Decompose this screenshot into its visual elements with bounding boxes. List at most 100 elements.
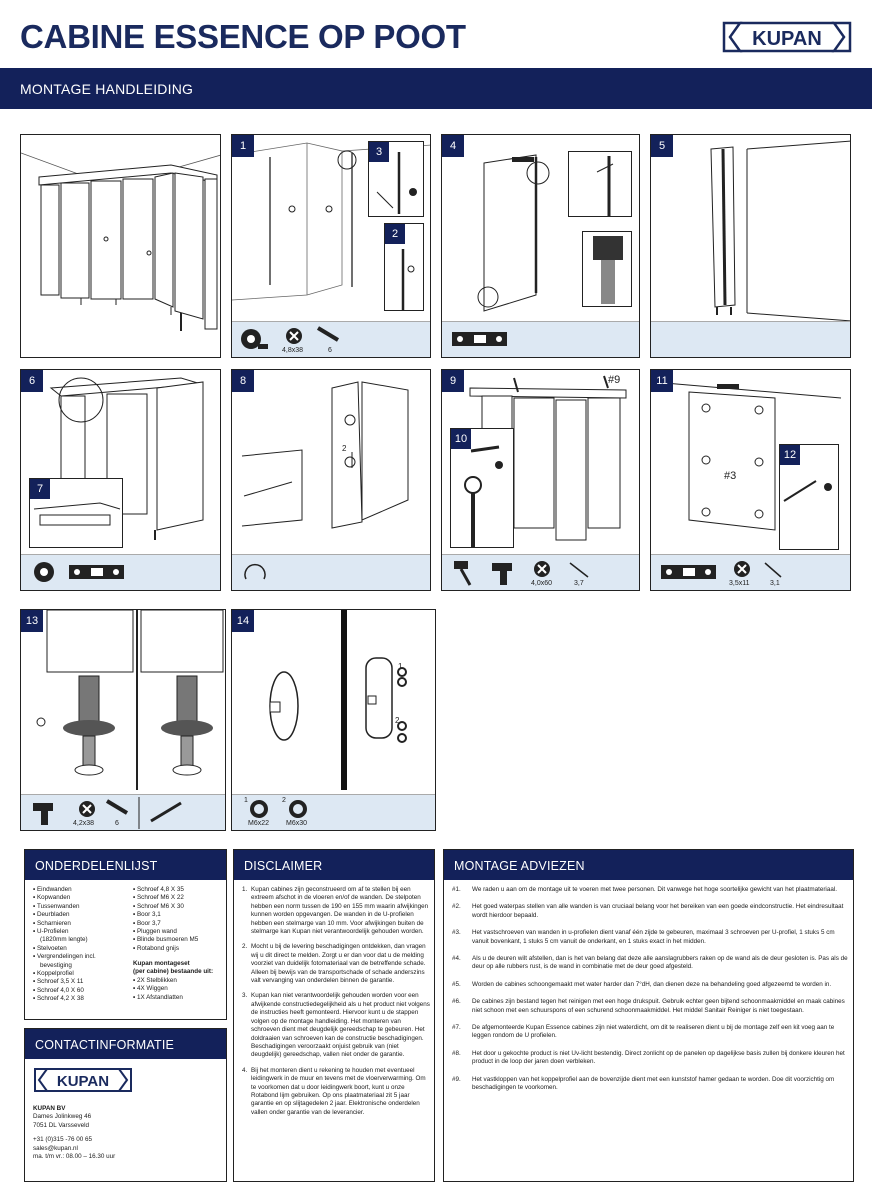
screw-cross-icon: [534, 561, 550, 577]
item-text: Worden de cabines schoongemaakt met wate…: [472, 980, 832, 988]
tool-strip: 4,8x38 6: [232, 321, 430, 357]
profile-corner-detail: [33, 502, 121, 526]
profile-detail: [401, 249, 415, 310]
advice-item: #2.Het goed waterpas stellen van alle wa…: [452, 903, 848, 920]
advice-title: MONTAGE ADVIEZEN: [444, 850, 853, 880]
step-7-inset: 7: [29, 478, 123, 548]
set-item: 1X Afstandlatten: [133, 994, 225, 1002]
tool-strip: [21, 554, 220, 590]
washer-number-1: 1: [244, 797, 248, 804]
bit-size-label: 3,1: [770, 580, 780, 587]
advice-item: #4.Als u de deuren wilt afstellen, dan i…: [452, 955, 848, 972]
screw-cross-icon: [286, 328, 302, 344]
part-item: Kopwanden: [33, 894, 131, 902]
item-text: Bij het monteren dient u rekening te hou…: [251, 1066, 426, 1116]
foot-detail: [593, 236, 623, 304]
item-text: Kupan kan niet verantwoordelijk gehouden…: [251, 992, 430, 1059]
step-8-panel: 8 2: [231, 369, 431, 591]
item-text: Het door u gekochte product is niet Uv-l…: [472, 1049, 845, 1066]
step-number: 14: [232, 610, 254, 632]
disclaimer-item: 3. Kupan kan niet verantwoordelijk gehou…: [242, 992, 430, 1059]
tape-measure-icon: [241, 329, 268, 349]
level-detail-inset: [568, 151, 632, 217]
screw-insert-detail: [783, 480, 832, 502]
part-item: Schroef 4,0 X 60: [33, 987, 131, 995]
part-item: Schroef 3,5 X 11: [33, 978, 131, 986]
spirit-level-icon: [661, 565, 716, 579]
part-note: bevestiging: [40, 961, 72, 969]
step-4-panel: 4: [441, 134, 640, 358]
item-text: Als u de deuren wilt afstellen, dan is h…: [472, 955, 848, 971]
washer-icon: [289, 800, 307, 818]
item-number: #5.: [452, 980, 461, 988]
parts-column-2: Schroef 4,8 X 35 Schroef M6 X 22 Schroef…: [133, 886, 225, 953]
part-item: Scharnieren: [33, 920, 131, 928]
spirit-level-icon: [69, 565, 124, 579]
address-line-2: 7051 DL Varsseveld: [33, 1121, 90, 1129]
mounting-advice: MONTAGE ADVIEZEN #1.We raden u aan om de…: [443, 849, 854, 1182]
item-text: De afgemonteerde Kupan Essence cabines z…: [472, 1024, 835, 1040]
screw-cross-icon: [734, 561, 750, 577]
step-number: 8: [232, 370, 254, 392]
tape-measure-icon: [34, 562, 54, 582]
step-6-panel: 6 7: [20, 369, 221, 591]
logo-text: KUPAN: [57, 1073, 109, 1090]
step-3-inset: 3: [368, 141, 424, 217]
advice-item: #8.Het door u gekochte product is niet U…: [452, 1050, 848, 1067]
drill-bit-icon: [569, 562, 589, 578]
kupan-logo: KUPAN: [722, 20, 852, 54]
door-hanging-illustration: [241, 381, 409, 529]
tool-strip: [442, 321, 639, 357]
bolt-size-2: M6x30: [286, 820, 308, 827]
opening-hours: ma. t/m vr.: 08.00 – 16.30 uur: [33, 1153, 116, 1161]
plug-size-label: 6: [115, 820, 119, 827]
drill-bit-icon: [764, 562, 782, 578]
part-item: U-Profielen: [33, 928, 131, 936]
item-text: We raden u aan om de montage uit te voer…: [472, 886, 837, 893]
wall-plug-icon: [316, 326, 340, 342]
part-item: Rotabond gnijs: [133, 945, 225, 953]
level-detail: [596, 156, 614, 216]
advice-list: #1.We raden u aan om de montage uit te v…: [452, 886, 848, 1102]
u-profile-illustration: [710, 140, 850, 322]
advice-item: #5. Worden de cabines schoongemaakt met w…: [452, 981, 848, 989]
step-number: 4: [442, 135, 464, 157]
page-title: CABINE ESSENCE OP POOT: [20, 18, 466, 55]
item-number: 1.: [242, 886, 248, 893]
item-text: Het goed waterpas stellen van alle wande…: [472, 903, 844, 919]
step-9-panel: 9 #9 10 4,0x60 3,7: [441, 369, 640, 591]
email: sales@kupan.nl: [33, 1144, 78, 1152]
item-number: #7.: [452, 1024, 461, 1032]
overview-panel: [20, 134, 221, 358]
disclaimer-item: 2. Mocht u bij de levering beschadiginge…: [242, 943, 430, 985]
part-note: (1820mm lengte): [40, 936, 88, 944]
foot-detail-inset: [582, 231, 632, 307]
step-number: 5: [651, 135, 673, 157]
part-item: Schroef 4,8 X 35: [133, 886, 225, 894]
wall-plug-icon: [105, 799, 129, 815]
step-14-panel: 14 1 2 1 2 M6x22 M6x30: [231, 609, 436, 831]
washer-number-2: 2: [282, 797, 286, 804]
part-item: Pluggen wand: [133, 928, 225, 936]
drill-icon: [492, 563, 512, 585]
part-item: Boor 3,1: [133, 911, 225, 919]
step-number: 3: [369, 142, 389, 162]
tool-strip: 3,5x11 3,1: [651, 554, 850, 590]
spirit-level-icon: [452, 332, 507, 346]
item-text: Mocht u bij de levering beschadigingen o…: [251, 943, 426, 985]
step-1-panel: 1 3 2: [231, 134, 431, 358]
tool-strip: [651, 321, 850, 357]
part-item: Schroef M6 X 30: [133, 903, 225, 911]
kupan-logo: KUPAN: [33, 1067, 133, 1093]
step-2-inset: 2: [384, 223, 424, 311]
screw-size-label: 4,0x60: [531, 580, 553, 587]
cabin-overview-illustration: [21, 152, 220, 331]
step-13-panel: 13 4,2x38 6: [20, 609, 226, 831]
hammer-icon: [454, 561, 472, 586]
parts-list: ONDERDELENLIJST Eindwanden Kopwanden Tus…: [24, 849, 227, 1020]
contact-title: CONTACTINFORMATIE: [25, 1029, 226, 1059]
item-number: #9.: [452, 1075, 461, 1083]
caulk-gun-icon: [150, 801, 182, 823]
advice-item: #7. De afgemonteerde Kupan Essence cabine…: [452, 1024, 848, 1041]
part-item: Tussenwanden: [33, 903, 131, 911]
